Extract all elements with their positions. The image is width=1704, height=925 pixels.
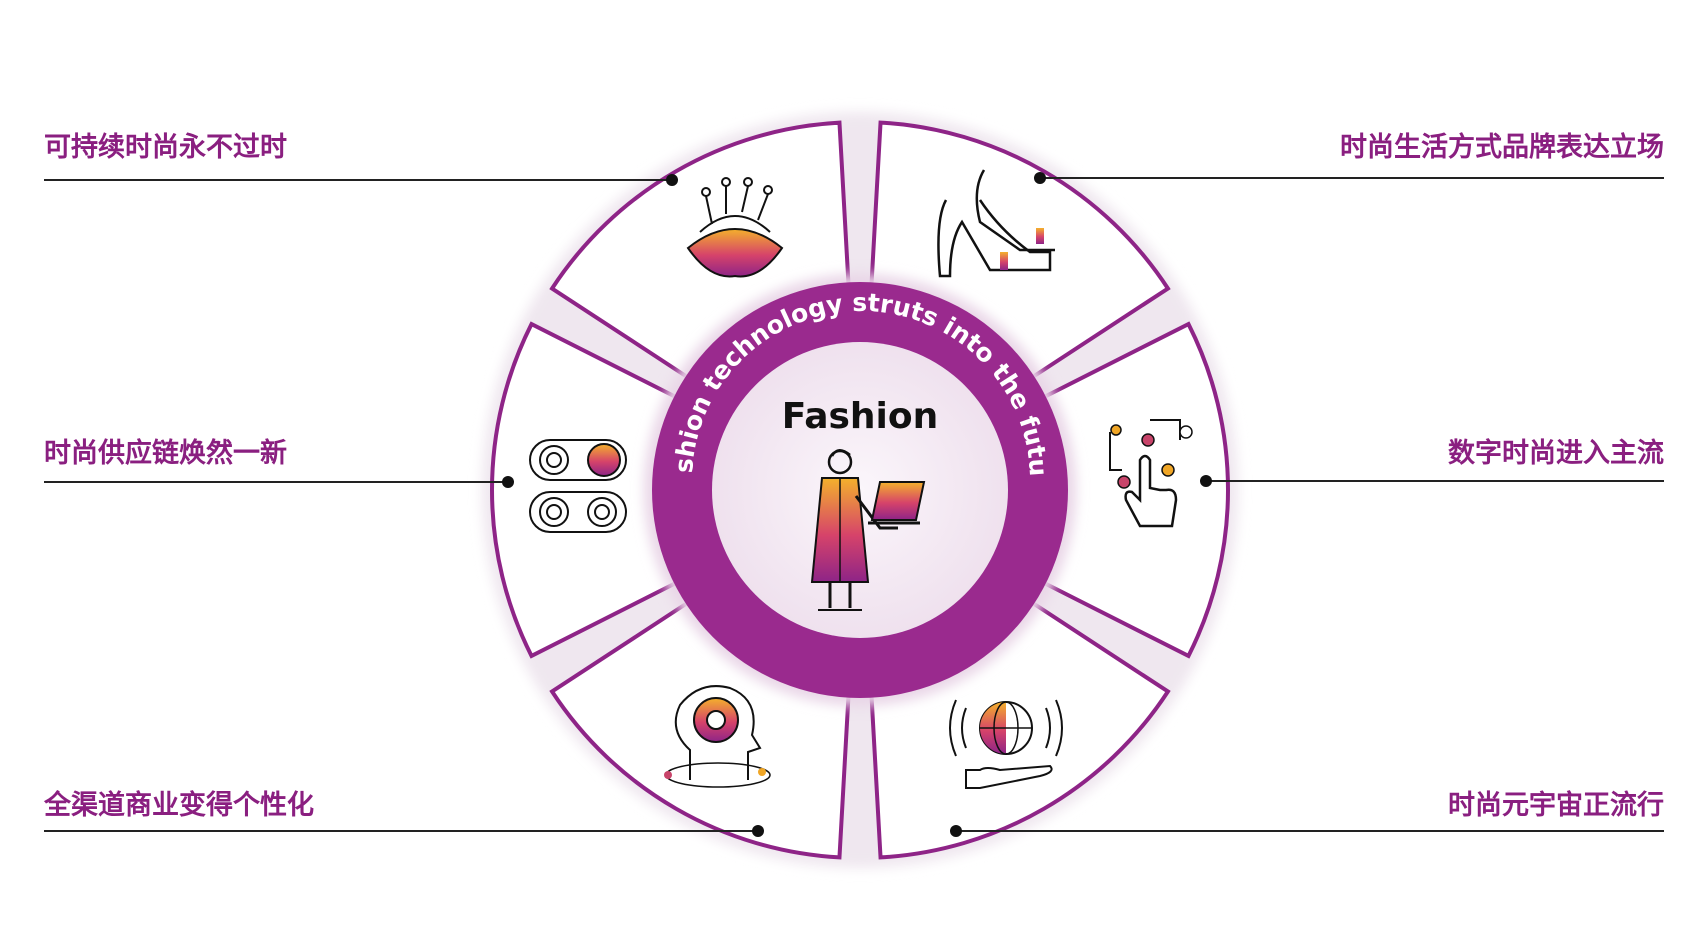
digital-touch-icon (1109, 419, 1193, 528)
woman-laptop-icon (810, 449, 926, 611)
connector-lines (44, 172, 1664, 837)
connector-dot (950, 825, 962, 837)
label-top-left: 可持续时尚永不过时 (44, 132, 287, 163)
high-heels-icon (937, 165, 1055, 278)
label-bottom-right: 时尚元宇宙正流行 (1448, 789, 1664, 821)
connector-dot (1034, 172, 1046, 184)
globe-hand-icon (949, 699, 1063, 789)
connector-dot (502, 476, 514, 488)
connector-dot (1200, 475, 1212, 487)
plant-circuit-icon (686, 177, 784, 278)
gear-head-icon (664, 685, 771, 788)
label-middle-right: 数字时尚进入主流 (1448, 437, 1664, 469)
connector-dot (752, 825, 764, 837)
label-middle-left: 时尚供应链焕然一新 (44, 437, 287, 469)
label-bottom-left: 全渠道商业变得个性化 (43, 789, 314, 821)
center-title: Fashion (782, 396, 939, 437)
connector-dot (666, 174, 678, 186)
label-top-right: 时尚生活方式品牌表达立场 (1340, 131, 1664, 163)
toggle-switches-icon (529, 439, 627, 533)
